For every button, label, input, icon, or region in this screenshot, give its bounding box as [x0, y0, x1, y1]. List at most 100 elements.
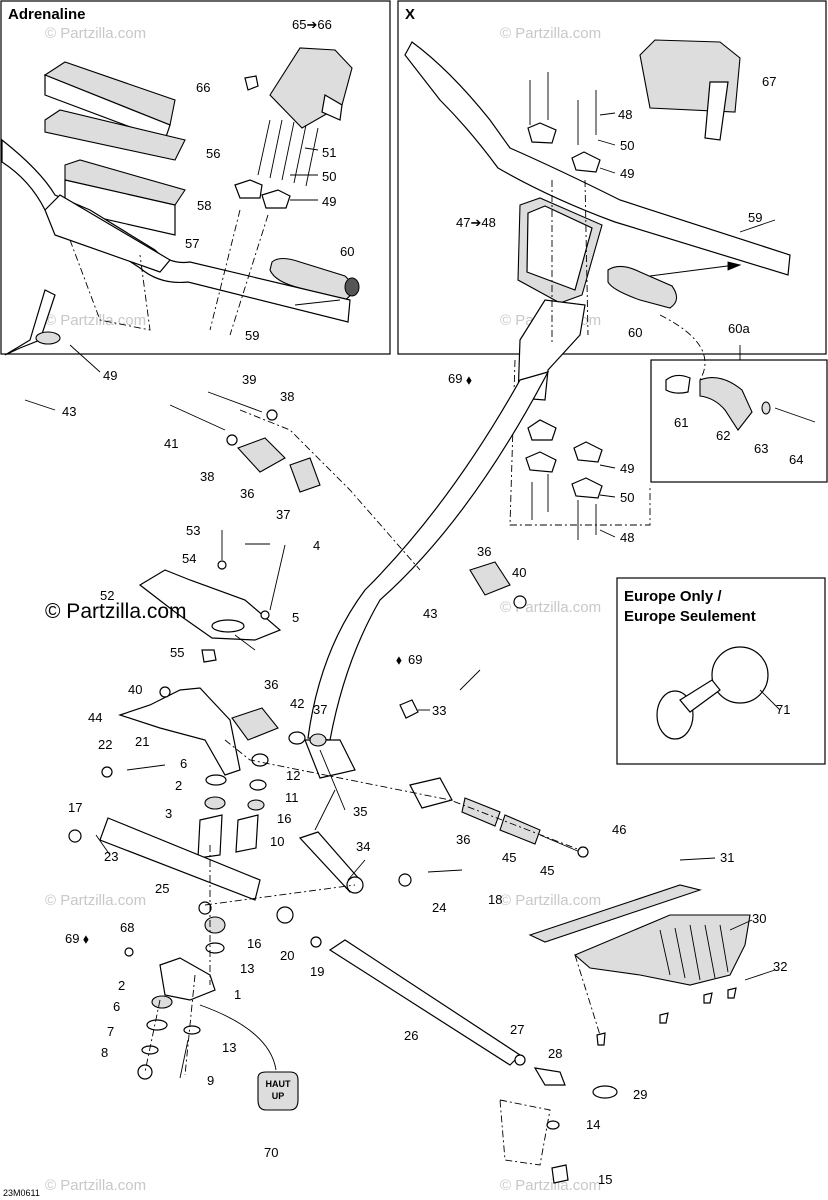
- callout-3: 3: [165, 806, 172, 821]
- grip-60-x: [607, 265, 678, 309]
- link-45a: [461, 797, 501, 827]
- nut-27: [514, 1054, 526, 1066]
- center-line: [204, 884, 356, 906]
- part-11: [249, 779, 267, 791]
- callout-46: 46: [612, 822, 626, 837]
- washer-54: [217, 560, 227, 570]
- screw-32c: [659, 1012, 669, 1024]
- callout-45: 45: [502, 850, 516, 865]
- center-line: [144, 845, 211, 1076]
- callout-60a: 60a: [728, 321, 750, 336]
- clamp-ring: [35, 331, 61, 345]
- clip-33: [399, 699, 419, 719]
- rod-end-28: [533, 1067, 566, 1086]
- clamp-lower: [527, 419, 557, 441]
- callout-55: 55: [170, 645, 184, 660]
- part-16: [247, 799, 265, 811]
- callout-34: 34: [356, 839, 370, 854]
- screw-32a: [703, 992, 713, 1004]
- callout-20: 20: [280, 948, 294, 963]
- callout-9: 9: [207, 1073, 214, 1088]
- washer-38b: [226, 434, 238, 446]
- callout-38: 38: [200, 469, 214, 484]
- center-line: [224, 739, 581, 851]
- bolt-64: [774, 407, 816, 423]
- x-inset-title: X: [405, 6, 415, 23]
- nut-15: [551, 1164, 569, 1184]
- callout-70: 70: [264, 1145, 278, 1160]
- boot-30: [573, 914, 751, 986]
- callout-12: 12: [286, 768, 300, 783]
- link-45b: [499, 814, 541, 845]
- nut-23: [68, 829, 82, 843]
- bracket-52: [138, 569, 282, 641]
- horn-bulb: [711, 646, 769, 704]
- callout-44: 44: [88, 710, 102, 725]
- bushing-36: [237, 437, 286, 473]
- main-steering-assembly: HAUT UP: [68, 371, 751, 1184]
- pad-56b: [44, 109, 186, 161]
- screw-32d: [596, 1032, 606, 1046]
- tie-rod-26: [328, 939, 521, 1066]
- clamp-49a: [234, 179, 263, 199]
- callout-25: 25: [155, 881, 169, 896]
- ski-leg-outline: [499, 1099, 551, 1166]
- callout-30: 30: [752, 911, 766, 926]
- callout-49: 49: [620, 166, 634, 181]
- bushing-2b: [151, 995, 173, 1009]
- callout-60: 60: [340, 244, 354, 259]
- nut-19: [310, 936, 322, 948]
- crossbar-57: [44, 194, 171, 273]
- callout-22: 22: [98, 737, 112, 752]
- callout-63: 63: [754, 441, 768, 456]
- screw-32b: [727, 987, 737, 999]
- bushing-36d: [409, 777, 453, 809]
- callout-13: 13: [240, 961, 254, 976]
- callout-24: 24: [432, 900, 446, 915]
- callout-49: 49: [620, 461, 634, 476]
- callout-39: 39: [242, 372, 256, 387]
- bolt-4: [269, 544, 286, 611]
- 60a-inset-frame: [650, 359, 828, 483]
- callout-18: 18: [488, 892, 502, 907]
- arrow-head: [727, 261, 742, 271]
- callout-31: 31: [720, 850, 734, 865]
- nut-55: [201, 649, 217, 663]
- center-line: [229, 214, 269, 336]
- washer-13: [205, 942, 225, 954]
- bushing-2: [204, 796, 226, 810]
- callout-64: 64: [789, 452, 803, 467]
- pad-58-top: [64, 159, 186, 206]
- clamp-lower-2: [525, 451, 557, 473]
- callout-60: 60: [628, 325, 642, 340]
- fitting-68: [124, 947, 134, 957]
- callout-1: 1: [234, 987, 241, 1002]
- column-lower-bracket: [304, 739, 356, 779]
- callout-36: 36: [456, 832, 470, 847]
- washer-6: [205, 774, 227, 786]
- boot-29: [592, 1085, 618, 1099]
- washer-38: [266, 409, 278, 421]
- callout-2: 2: [175, 778, 182, 793]
- washer-13b: [183, 1025, 201, 1035]
- spacer-37b: [309, 733, 327, 747]
- callout-6: 6: [180, 756, 187, 771]
- europe-inset-title-1: Europe Only /: [624, 588, 722, 605]
- clamp-50: [527, 122, 557, 144]
- center-line: [239, 409, 421, 571]
- cover-clip: [321, 94, 343, 121]
- washer-5: [260, 610, 270, 620]
- steering-column-43: [307, 371, 550, 741]
- callout-23: 23: [104, 849, 118, 864]
- callout-59: 59: [245, 328, 259, 343]
- clamp-lower-3: [573, 441, 603, 463]
- callout-8: 8: [101, 1045, 108, 1060]
- callout-37: 37: [276, 507, 290, 522]
- callout-69: 69: [408, 652, 422, 667]
- bolt-39: [207, 391, 263, 413]
- callout-14: 14: [586, 1117, 600, 1132]
- nut-40: [513, 595, 527, 609]
- callout-71: 71: [776, 702, 790, 717]
- part-10: [235, 814, 259, 853]
- callout-50: 50: [620, 138, 634, 153]
